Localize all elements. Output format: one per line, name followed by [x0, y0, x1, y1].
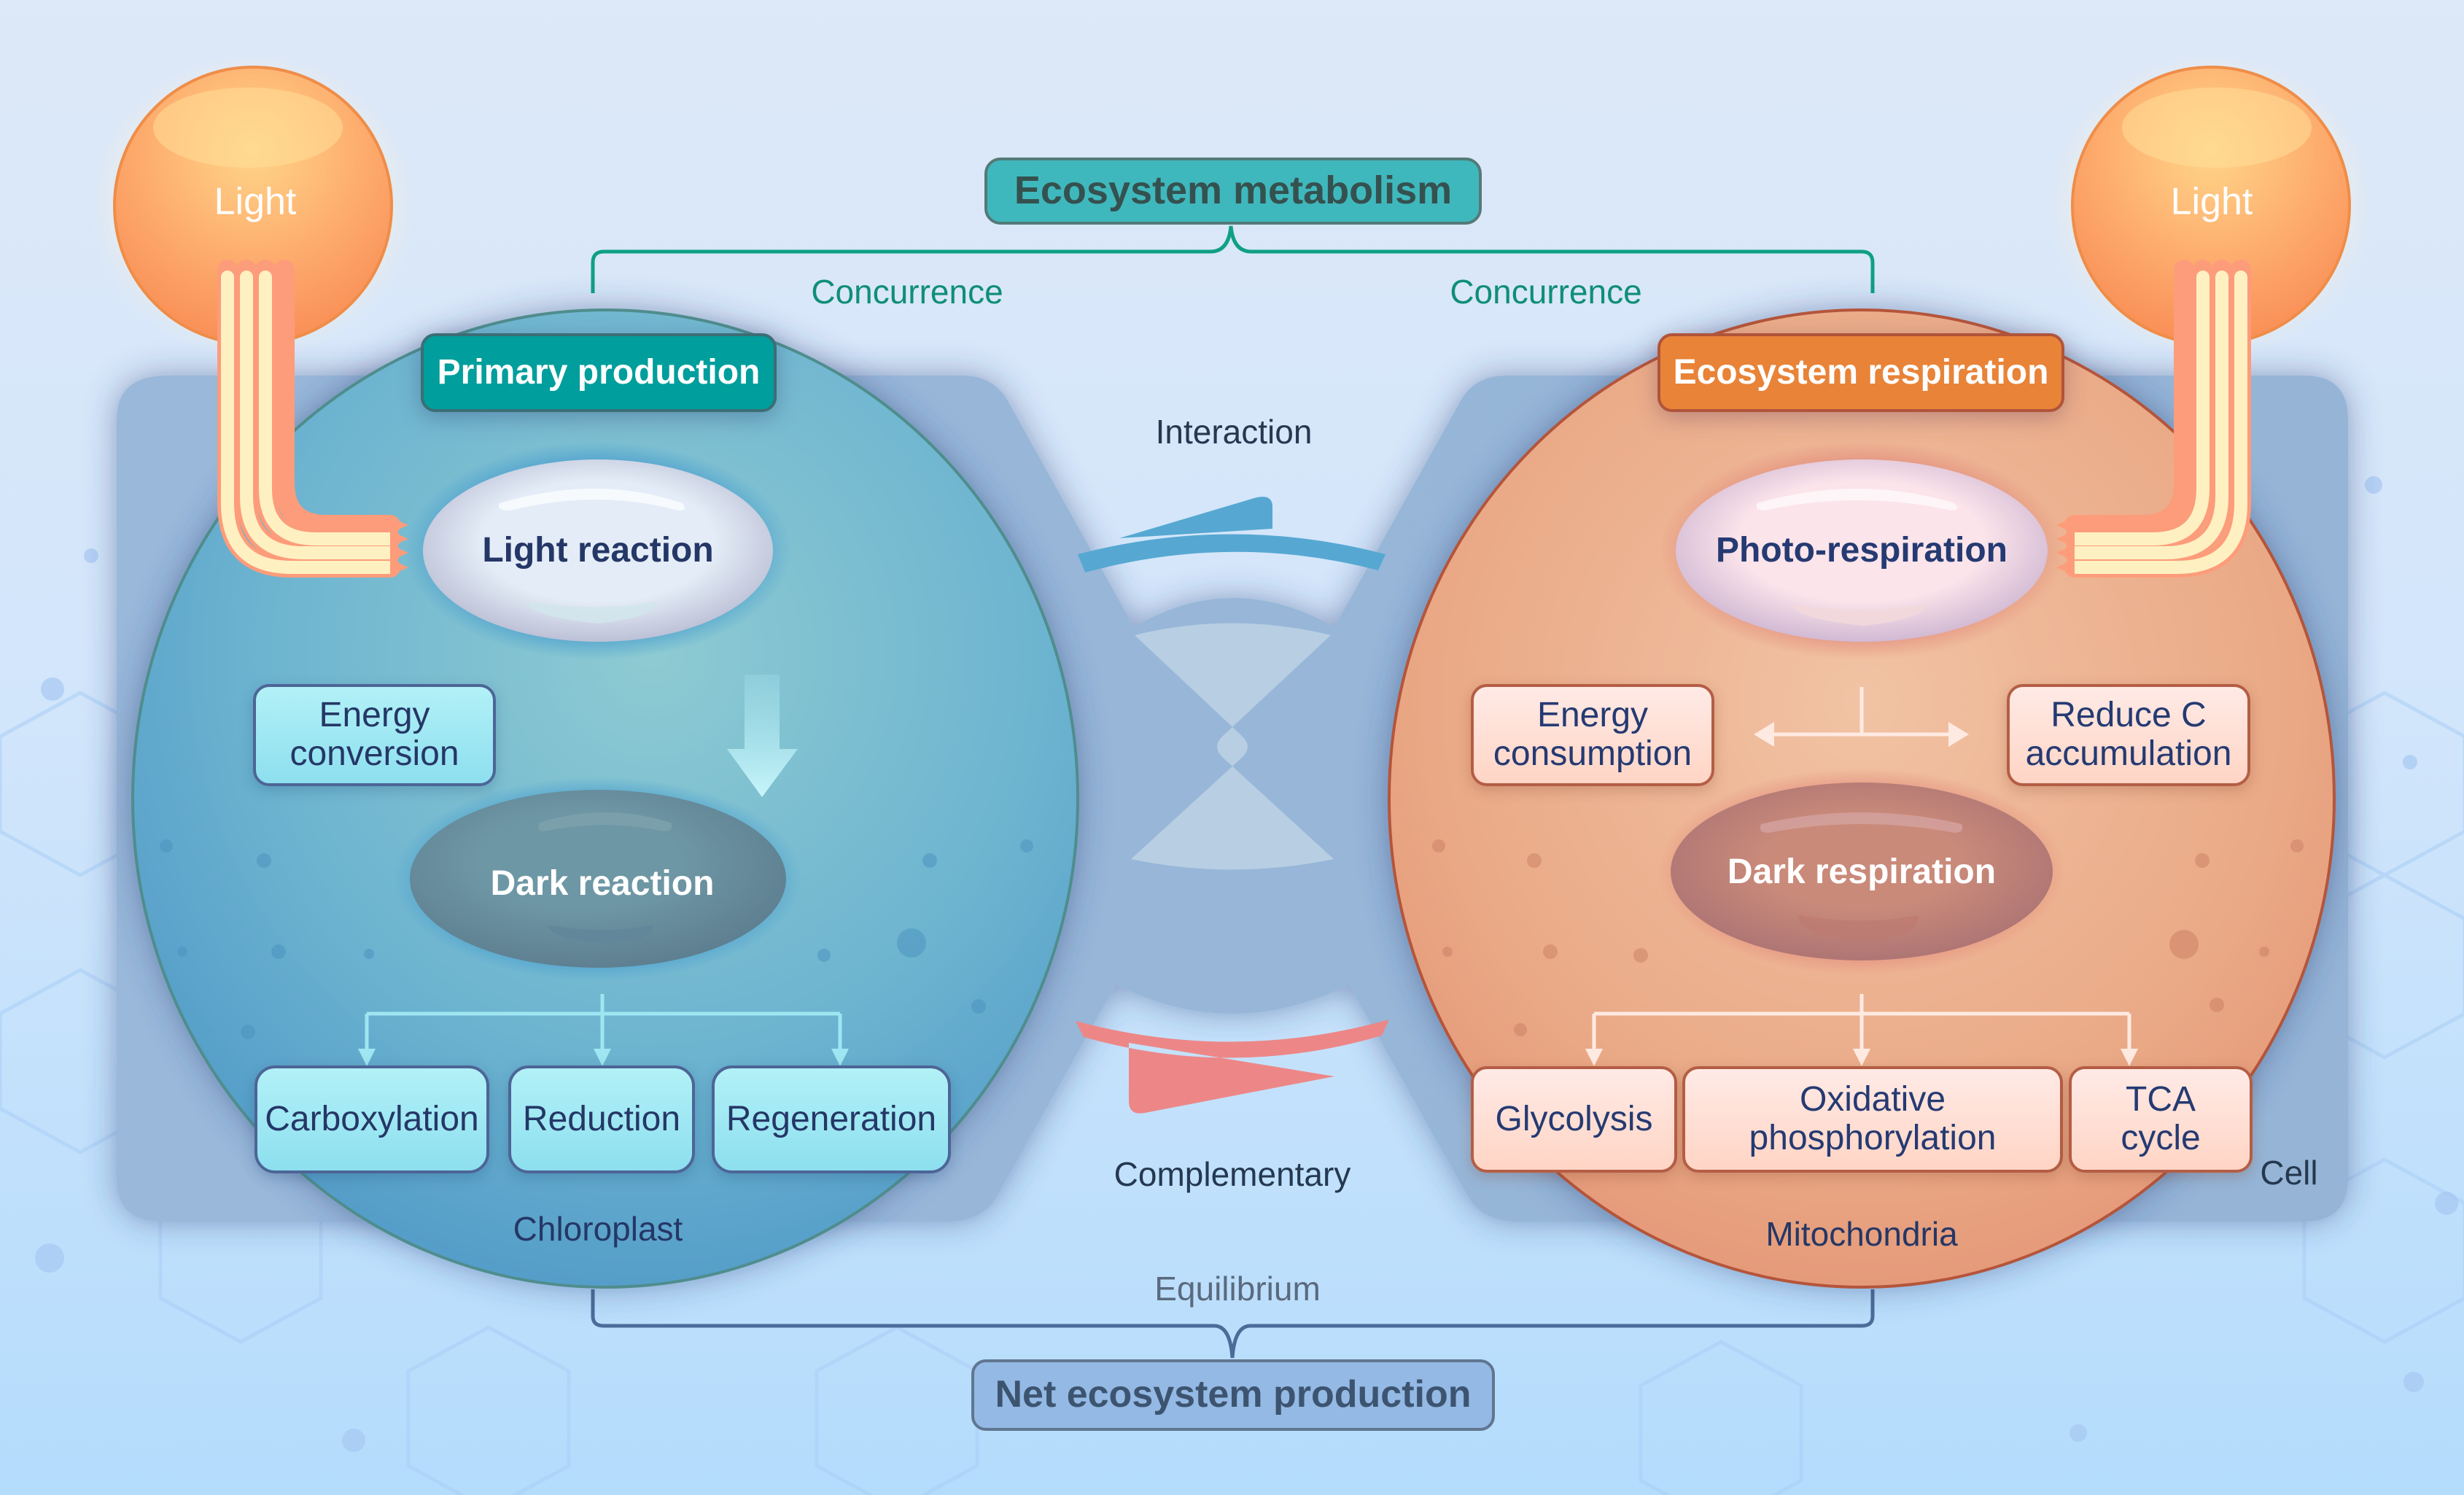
- reduce-c-accumulation-box: Reduce C accumulation: [2007, 684, 2250, 786]
- primary-production-label: Primary production: [437, 352, 761, 392]
- net-ecosystem-production-label: Net ecosystem production: [995, 1373, 1472, 1416]
- ecosystem-metabolism-title: Ecosystem metabolism: [1014, 168, 1453, 213]
- net-ecosystem-production-box: Net ecosystem production: [971, 1359, 1495, 1431]
- light-source-left: [89, 53, 417, 359]
- light-beams-left: [217, 260, 400, 578]
- step-arrowheads-left: [358, 1049, 849, 1066]
- step-carboxylation-box: Carboxylation: [254, 1065, 489, 1173]
- hourglass-shape: [1131, 623, 1334, 870]
- step-reduction-box: Reduction: [508, 1065, 695, 1173]
- primary-production-box: Primary production: [421, 333, 777, 412]
- concurrence-label-left: Concurrence: [811, 272, 1003, 311]
- light-arrowheads-left: [390, 517, 408, 575]
- energy-conversion-label: Energy conversion: [289, 696, 459, 773]
- dark-reaction-ellipse: [394, 777, 802, 981]
- equilibrium-label: Equilibrium: [1154, 1269, 1321, 1308]
- step-oxidative-phosphorylation-box: Oxidative phosphorylation: [1682, 1066, 2063, 1173]
- ecosystem-respiration-label: Ecosystem respiration: [1673, 352, 2049, 392]
- light-source-right: [2047, 53, 2375, 359]
- light-label-right: Light: [2170, 180, 2253, 223]
- interaction-label: Interaction: [1155, 412, 1313, 451]
- chloroplast-label: Chloroplast: [513, 1209, 683, 1248]
- ecosystem-respiration-box: Ecosystem respiration: [1657, 333, 2064, 412]
- step-tca-cycle-box: TCA cycle: [2069, 1066, 2253, 1173]
- step-reduction-label: Reduction: [522, 1099, 681, 1138]
- concurrence-label-right: Concurrence: [1450, 272, 1642, 311]
- mitochondria-label: Mitochondria: [1765, 1214, 1958, 1253]
- photo-respiration-label: Photo-respiration: [1715, 530, 2008, 570]
- dark-respiration-ellipse: [1657, 768, 2066, 975]
- light-reaction-ellipse: [405, 441, 791, 660]
- dark-reaction-label: Dark reaction: [490, 863, 715, 903]
- bidirectional-arrow: [1754, 687, 1969, 747]
- mitochondria-granules: [1432, 839, 2304, 1036]
- equilibrium-bracket: [591, 1289, 1875, 1359]
- light-label-left: Light: [214, 180, 297, 223]
- complementary-arrow: [1076, 1020, 1389, 1114]
- reduce-c-accumulation-label: Reduce C accumulation: [2025, 696, 2232, 773]
- step-regeneration-label: Regeneration: [726, 1099, 937, 1138]
- step-glycolysis-box: Glycolysis: [1471, 1066, 1677, 1173]
- flow-down-arrow: [727, 675, 798, 797]
- step-carboxylation-label: Carboxylation: [265, 1099, 479, 1138]
- energy-conversion-box: Energy conversion: [253, 684, 496, 786]
- light-reaction-label: Light reaction: [482, 530, 714, 570]
- complementary-label: Complementary: [1114, 1154, 1351, 1193]
- interaction-arrow: [1078, 497, 1385, 572]
- light-beams-right: [2064, 260, 2251, 578]
- step-glycolysis-label: Glycolysis: [1495, 1099, 1653, 1138]
- photo-respiration-ellipse: [1659, 441, 2064, 660]
- step-tca-cycle-label: TCA cycle: [2121, 1080, 2201, 1157]
- ecosystem-metabolism-box: Ecosystem metabolism: [984, 158, 1482, 225]
- step-regeneration-box: Regeneration: [712, 1065, 951, 1173]
- dark-respiration-label: Dark respiration: [1727, 852, 1997, 891]
- step-arrowheads-right: [1585, 1049, 2138, 1066]
- chloroplast-granules: [160, 839, 1033, 1039]
- concurrence-bracket: [591, 225, 1875, 293]
- energy-consumption-label: Energy consumption: [1493, 696, 1692, 773]
- step-oxidative-phosphorylation-label: Oxidative phosphorylation: [1749, 1080, 1997, 1157]
- background-dots: [35, 476, 2458, 1452]
- cell-label: Cell: [2260, 1153, 2318, 1192]
- energy-consumption-box: Energy consumption: [1471, 684, 1714, 786]
- light-arrowheads-right: [2056, 517, 2075, 575]
